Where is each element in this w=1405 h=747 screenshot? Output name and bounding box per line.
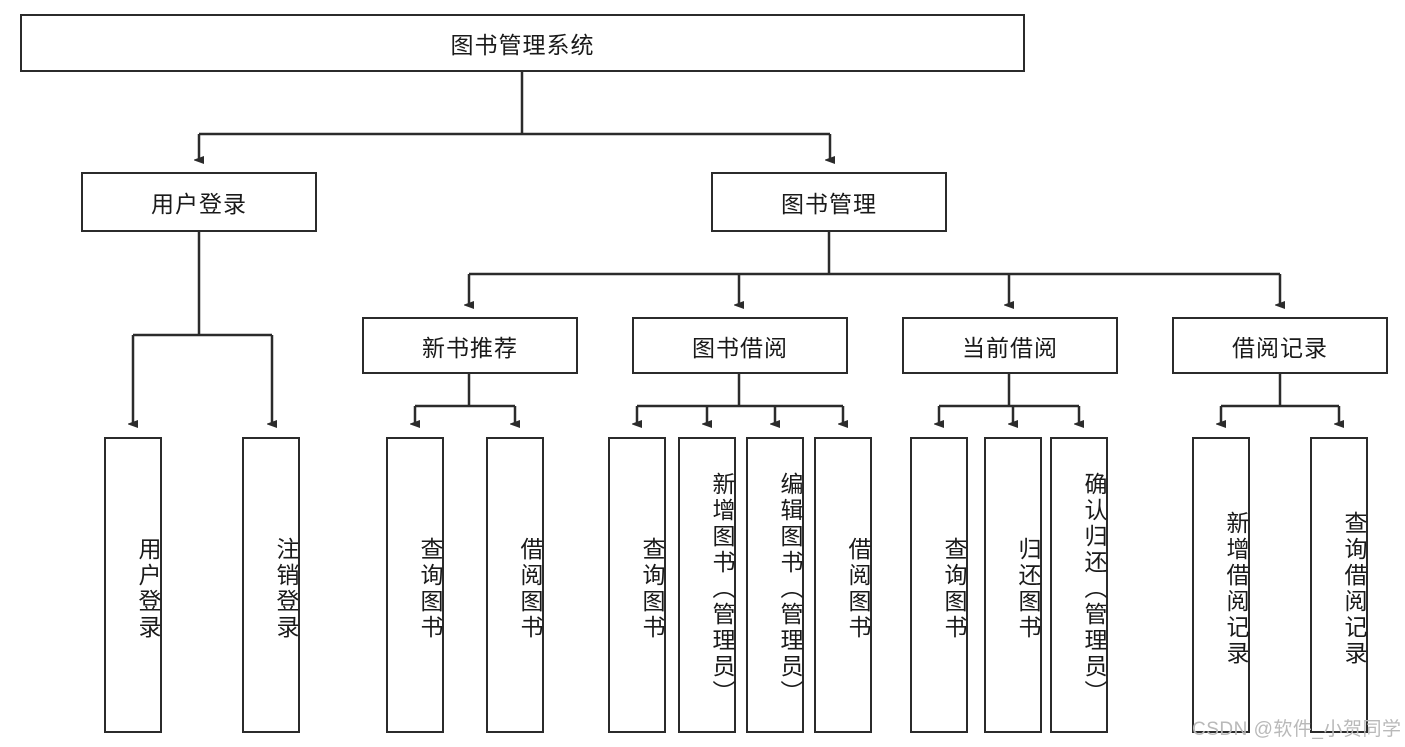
node-label: 查询图书 bbox=[639, 537, 665, 641]
leaf-node[interactable]: 借阅图书 bbox=[486, 437, 544, 733]
leaf-node[interactable]: 查询图书 bbox=[386, 437, 444, 733]
level3-node[interactable]: 图书借阅 bbox=[632, 317, 848, 374]
leaf-node[interactable]: 编辑图书（管理员） bbox=[746, 437, 804, 733]
node-label: 借阅图书 bbox=[845, 537, 871, 641]
leaf-node[interactable]: 新增借阅记录 bbox=[1192, 437, 1250, 733]
level3-node[interactable]: 当前借阅 bbox=[902, 317, 1118, 374]
node-label: 新增借阅记录 bbox=[1223, 511, 1249, 667]
leaf-node[interactable]: 新增图书（管理员） bbox=[678, 437, 736, 733]
node-label: 确认归还（管理员） bbox=[1081, 472, 1107, 706]
node-label: 归还图书 bbox=[1015, 537, 1041, 641]
node-label: 注销登录 bbox=[273, 537, 299, 641]
node-label: 图书借阅 bbox=[692, 334, 788, 361]
node-label: 用户登录 bbox=[151, 191, 247, 217]
leaf-node[interactable]: 归还图书 bbox=[984, 437, 1042, 733]
node-label: 图书管理 bbox=[781, 191, 877, 217]
leaf-node[interactable]: 用户登录 bbox=[104, 437, 162, 733]
node-label: 借阅记录 bbox=[1232, 334, 1328, 361]
leaf-node[interactable]: 借阅图书 bbox=[814, 437, 872, 733]
csdn-watermark: CSDN @软件_小贺同学 bbox=[1192, 719, 1402, 740]
node-label: 用户登录 bbox=[135, 537, 161, 641]
leaf-node[interactable]: 查询借阅记录 bbox=[1310, 437, 1368, 733]
node-label: 查询图书 bbox=[941, 537, 967, 641]
leaf-node[interactable]: 查询图书 bbox=[608, 437, 666, 733]
node-label: 当前借阅 bbox=[962, 334, 1058, 361]
root-node[interactable]: 图书管理系统 bbox=[20, 14, 1025, 72]
node-label: 编辑图书（管理员） bbox=[777, 472, 803, 706]
node-label: 查询借阅记录 bbox=[1341, 511, 1367, 667]
leaf-node[interactable]: 注销登录 bbox=[242, 437, 300, 733]
node-label: 借阅图书 bbox=[517, 537, 543, 641]
level3-node[interactable]: 新书推荐 bbox=[362, 317, 578, 374]
level2-node[interactable]: 用户登录 bbox=[81, 172, 317, 232]
node-label: 查询图书 bbox=[417, 537, 443, 641]
level3-node[interactable]: 借阅记录 bbox=[1172, 317, 1388, 374]
node-label: 新书推荐 bbox=[422, 334, 518, 361]
level2-node[interactable]: 图书管理 bbox=[711, 172, 947, 232]
node-label: 新增图书（管理员） bbox=[709, 472, 735, 706]
node-label: 图书管理系统 bbox=[450, 32, 595, 58]
leaf-node[interactable]: 确认归还（管理员） bbox=[1050, 437, 1108, 733]
leaf-node[interactable]: 查询图书 bbox=[910, 437, 968, 733]
